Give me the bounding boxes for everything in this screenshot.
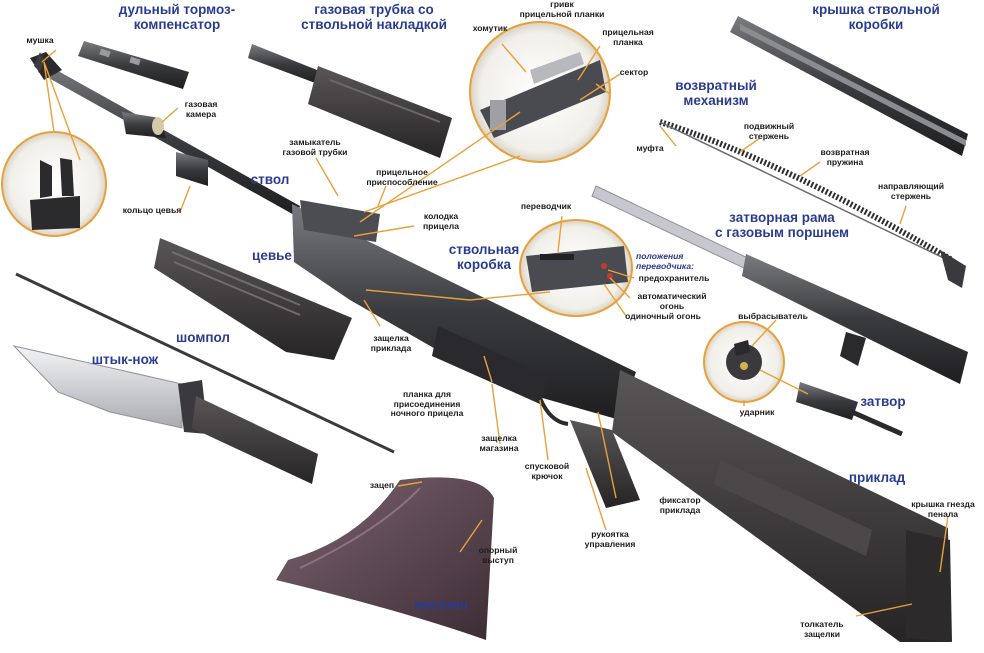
label-single-fire: одиночный огонь [625,311,701,321]
heading-cleaning-rod: шомпол [176,330,230,345]
label-pistol-grip: рукоятка управления [584,529,636,549]
label-trigger: спусковой крючок [524,461,570,481]
label-auto-fire: автоматический огонь [637,291,707,311]
heading-bolt: затвор [860,394,906,409]
pistol-grip-part [538,397,640,508]
label-sight-assembly: прицельное приспособление [366,167,438,187]
label-mag-catch: зацеп [369,480,395,490]
label-recoil-spring: возвратная пружина [820,147,870,167]
label-safety: предохранитель [638,273,710,283]
recoil-mechanism-part [659,119,966,288]
heading-bolt-carrier: затворная рама с газовым поршнем [714,210,850,240]
label-sight-leaf: прицельная планка [602,27,654,47]
gas-tube-part [248,44,452,158]
label-stock-latch: защелка приклада [370,333,412,353]
heading-gas-tube: газовая трубка со ствольной накладкой [301,2,447,32]
label-support-lug: опорный выступ [478,545,518,565]
label-front-sight: мушка [26,35,54,45]
heading-receiver: ствольная коробка [448,242,520,272]
label-coupling: муфта [636,143,664,153]
cleaning-rod-part [15,272,395,454]
label-guide-rod: направляющий стержень [878,181,944,201]
label-buttplate-cover: крышка гнезда пенала [911,499,975,519]
handguard-part [154,238,352,360]
label-movable-rod: подвижный стержень [743,121,795,141]
heading-stock: приклад [848,470,906,485]
label-latch-pusher: толкатель защелки [800,619,844,639]
heading-handguard: цевье [252,248,292,263]
label-stock-lock: фиксатор приклада [659,495,701,515]
bolt-face-inset [703,321,785,403]
bayonet-part [12,345,318,484]
label-sector: сектор [619,67,649,77]
heading-receiver-cover: крышка ствольной коробки [812,2,940,32]
label-firing-pin: ударник [739,407,775,417]
label-night-sight-rail: планка для присоединения ночного прицела [390,389,464,418]
label-sight-base-ridge: гривк прицельной планки [519,0,605,19]
magazine-part [276,477,494,640]
heading-muzzle-brake: дульный тормоз- компенсатор [118,2,236,32]
bolt-part [796,382,904,437]
rear-sight-inset [469,21,611,163]
stock-part [612,370,952,642]
bolt-carrier-part [591,185,968,384]
heading-bayonet: штык-нож [91,352,159,367]
label-sight-block: колодка прицела [422,211,460,231]
label-magazine-latch: защелка магазина [479,433,519,453]
muzzle-brake-part [78,41,189,89]
heading-magazine: магазин [414,597,468,612]
label-gas-chamber: газовая камера [184,99,218,119]
selector-inset [519,219,633,317]
label-selector: переводчик [520,201,572,211]
selector-positions-title: положения переводчика: [636,251,694,271]
receiver-cover-part [730,16,968,156]
heading-recoil-mechanism: возвратный механизм [675,78,757,108]
label-extractor: выбрасыватель [738,311,808,321]
heading-barrel: ствол [250,172,290,187]
leader-lines [41,43,949,617]
label-clamp: хомутик [472,23,508,33]
receiver-part [292,200,636,420]
label-handguard-ring: кольцо цевья [122,205,182,215]
label-gas-tube-latch: замыкатель газовой трубки [282,137,348,157]
front-sight-inset [1,131,107,237]
